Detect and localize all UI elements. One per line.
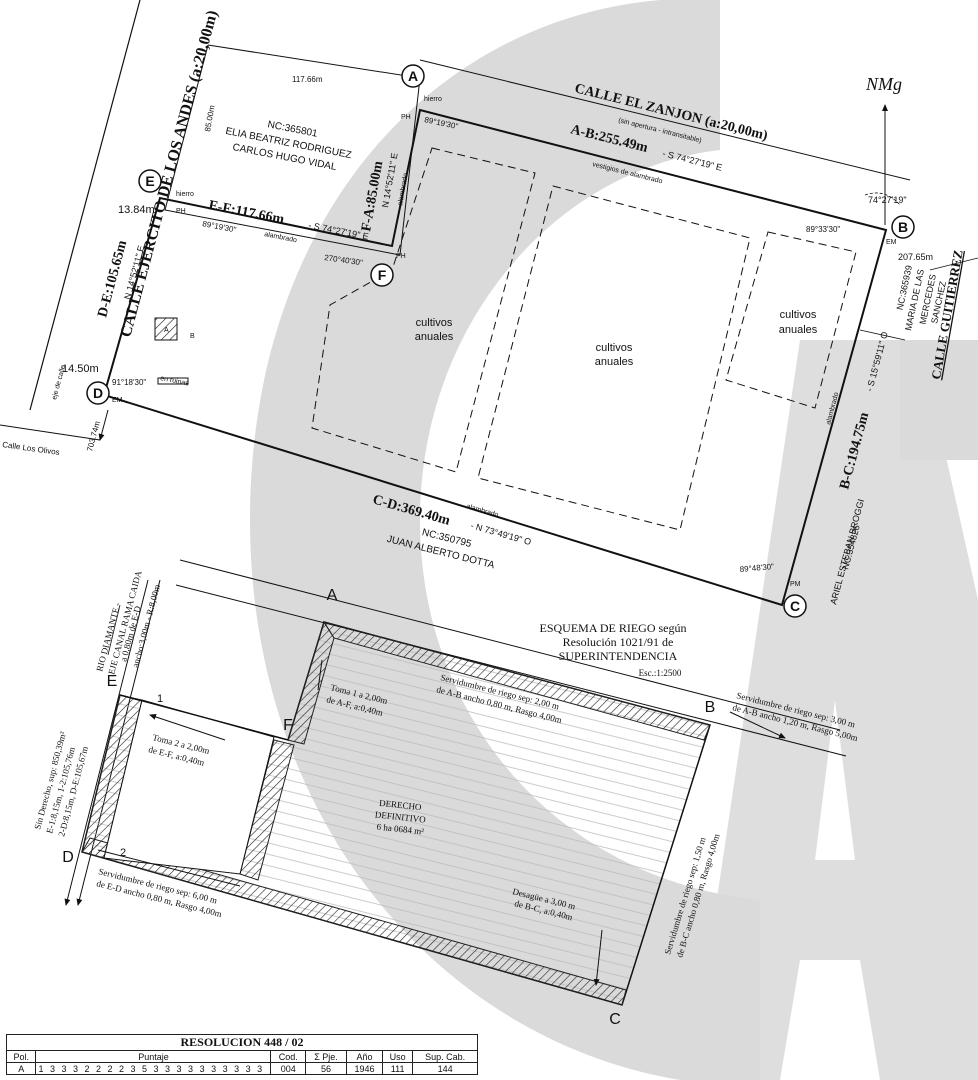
crop-2-line1: cultivos (596, 342, 633, 354)
north-bearing: 74°27'19" (868, 195, 907, 205)
street-olivos: Calle Los Olivos (2, 440, 61, 457)
dim-85: 85.00m (203, 104, 217, 132)
marker-em-d: EM (112, 397, 123, 404)
scheme-point-1: 1 (157, 693, 163, 705)
crop-3-line2: anuales (779, 324, 818, 336)
scheme-vertex-a: A (327, 587, 338, 604)
vertex-a-label: A (408, 68, 418, 84)
scheme-title-3: SUPERINTENDENCIA (559, 649, 678, 663)
header-puntaje: Puntaje (35, 1050, 272, 1063)
vertex-f-label: F (378, 267, 387, 283)
marker-em-b: EM (886, 239, 897, 246)
cell-puntaje: 1 3 3 3 2 2 2 2 3 5 3 3 3 3 3 3 3 3 3 3 (35, 1062, 272, 1075)
header-uso: Uso (382, 1050, 414, 1063)
dim-b-east: 207.65m (898, 252, 933, 262)
dim-d-offset: 14.50m (62, 363, 99, 375)
scheme-vertex-f: F (283, 717, 293, 734)
marker-pm-c: PM (790, 581, 801, 588)
crop-1-line2: anuales (415, 331, 454, 343)
marker-ph-f: PH (396, 253, 406, 260)
header-sup: Sup. Cab. (412, 1050, 478, 1063)
resolution-title: RESOLUCION 448 / 02 (6, 1034, 478, 1051)
header-pje: Σ Pje. (304, 1050, 348, 1063)
vertex-d-label: D (93, 385, 103, 401)
scheme-vertex-e: E (107, 673, 118, 690)
scheme-vertex-c: C (609, 1011, 621, 1028)
right-title-1: DERECHO (379, 798, 423, 812)
cell-ano: 1946 (346, 1062, 384, 1075)
cell-sup: 144 (412, 1062, 478, 1075)
vertex-e-label: E (145, 173, 154, 189)
resolution-table: RESOLUCION 448 / 02 Pol. Puntaje Cod. Σ … (5, 1034, 478, 1075)
crop-3-line1: cultivos (780, 309, 817, 321)
vertex-markers (86, 64, 915, 618)
vertex-c-label: C (790, 598, 800, 614)
angle-b: 89°33'30" (806, 225, 840, 234)
marker-ph-e: PH (176, 208, 186, 215)
scheme-scale: Esc.:1:2500 (639, 668, 682, 678)
cell-pje: 56 (304, 1062, 348, 1075)
cell-pol: A (5, 1062, 37, 1075)
header-cod: Cod. (270, 1050, 306, 1063)
dim-e-offset: 13.84m (118, 204, 155, 216)
scheme-vertex-b: B (705, 699, 716, 716)
marker-ruinas: en ruinas (160, 375, 190, 387)
marker-alambrado-ef: alambrado (264, 231, 298, 244)
ruin-a: A (164, 327, 169, 334)
marker-hierro-a: hierro (424, 96, 442, 103)
crop-2-line2: anuales (595, 356, 634, 368)
marker-ph-a: PH (401, 114, 411, 121)
scheme-title-2: Resolución 1021/91 de (563, 635, 674, 649)
ruin-b: B (190, 333, 195, 340)
angle-d: 91°18'30" (112, 378, 146, 387)
scheme-title-1: ESQUEMA DE RIEGO según (540, 621, 687, 635)
header-pol: Pol. (5, 1050, 37, 1063)
marker-hierro-e: hierro (176, 191, 194, 198)
cell-uso: 111 (382, 1062, 414, 1075)
scheme-point-2: 2 (120, 847, 126, 859)
angle-e: 89°19'30" (202, 219, 238, 234)
scheme-vertex-d: D (62, 849, 74, 866)
dim-d-south: 703.74m (85, 420, 102, 453)
crop-1-line1: cultivos (416, 317, 453, 329)
angle-c: 89°48'30" (739, 562, 774, 574)
north-label: NMg (865, 74, 902, 94)
marker-alambrado-cd: alambrado (465, 503, 499, 519)
vertex-b-label: B (898, 219, 908, 235)
irrigation-scheme (64, 559, 847, 1006)
header-ano: Año (346, 1050, 384, 1063)
dim-top: 117.66m (292, 75, 323, 84)
cell-cod: 004 (270, 1062, 306, 1075)
right-value: 6 ha 0684 m² (376, 822, 425, 837)
